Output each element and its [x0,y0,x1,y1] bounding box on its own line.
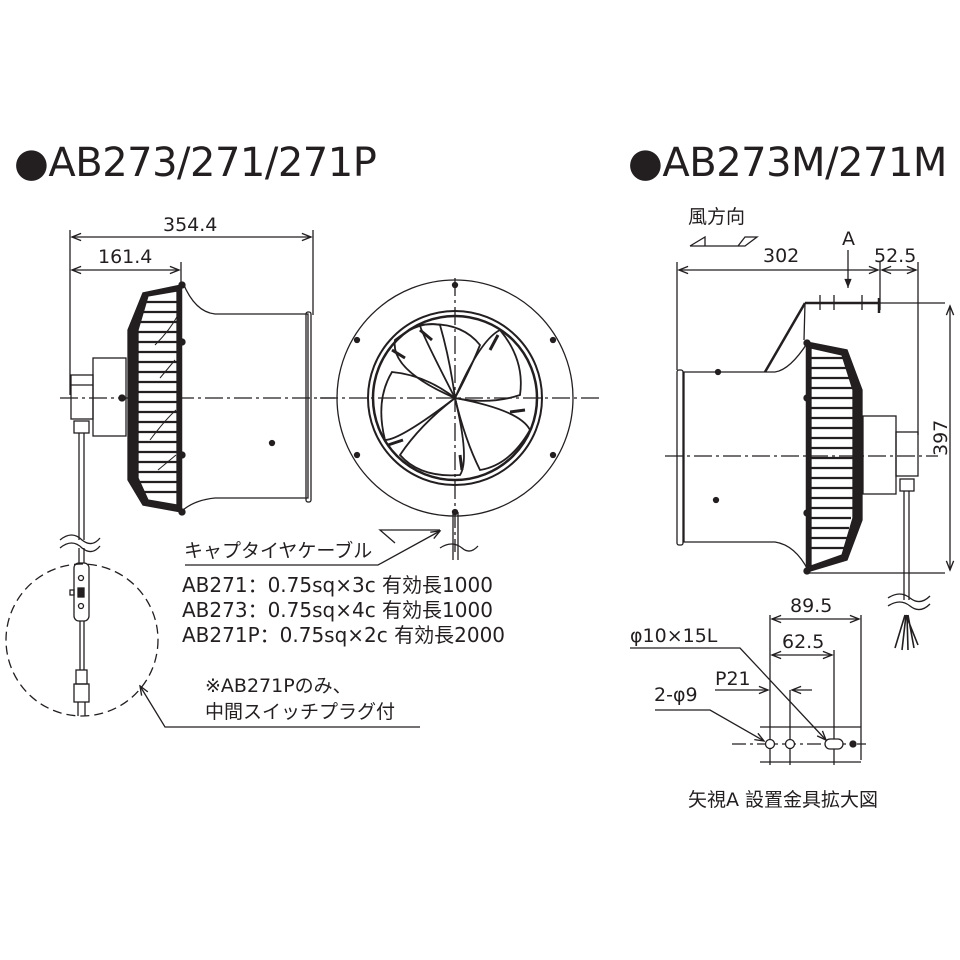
left-model-title: ●AB273/271/271P [14,140,377,186]
bracket-pitch-label: P21 [715,668,751,690]
right-fan-side-view [665,235,950,651]
dim-length-302: 302 [763,245,800,267]
right-model-title: ●AB273M/271M [628,140,947,186]
bracket-slot-label: φ10×15L [630,625,718,647]
bracket-holes-label: 2-φ9 [654,684,698,706]
cable-spec-ab271: AB271：0.75sq×3c 有効長1000 [182,573,493,597]
bracket-width-total: 89.5 [790,595,833,617]
cable-spec-ab271p: AB271P：0.75sq×2c 有効長2000 [182,623,506,647]
cable-spec-ab273: AB273：0.75sq×4c 有効長1000 [182,598,493,622]
bracket-caption: 矢視A 設置金具拡大図 [688,789,879,811]
dim-front-length: 161.4 [98,246,153,268]
switch-plug-note-line1: ※AB271Pのみ、 [205,675,352,697]
front-view-fan [185,278,603,566]
cable-label: キャプタイヤケーブル [184,540,373,562]
switch-plug-note-line2: 中間スイッチプラグ付 [205,701,396,723]
left-fan-side-view [59,281,335,563]
dim-bracket-offset: 52.5 [874,245,917,267]
wind-direction-label: 風方向 [688,206,746,228]
switch-plug-detail [5,562,420,728]
dim-overall-length: 354.4 [163,214,218,236]
bracket-detail [630,615,866,765]
left-dimension-lines [69,230,314,395]
bracket-width-inner: 62.5 [782,631,825,653]
view-marker-a: A [842,228,855,250]
